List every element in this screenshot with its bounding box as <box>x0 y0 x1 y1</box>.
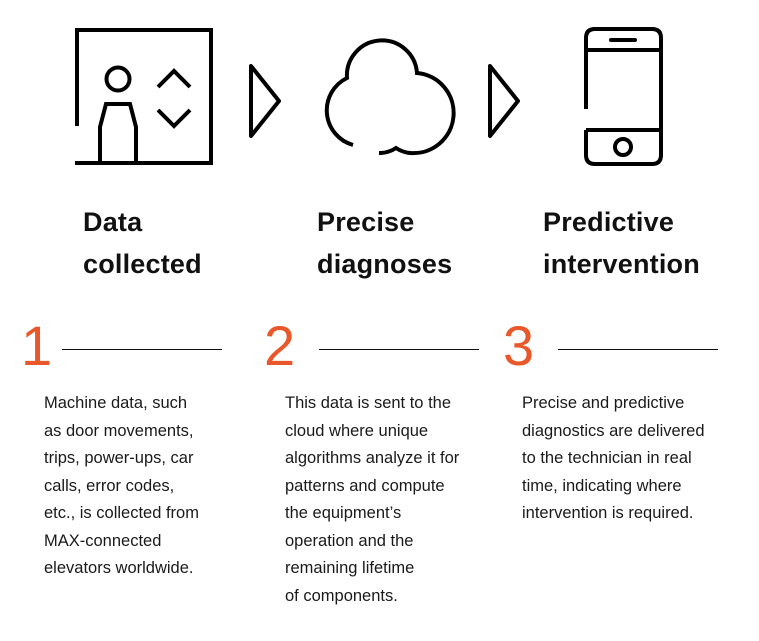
elevator-icon <box>75 28 213 165</box>
step-3-title: Predictive intervention <box>543 201 700 285</box>
description-line: intervention is required. <box>522 504 694 522</box>
description-line: algorithms analyze it for <box>285 449 460 467</box>
description-line: trips, power-ups, car <box>44 449 194 467</box>
step-3-description: Precise and predictive diagnostics are d… <box>522 390 705 528</box>
step-3-divider <box>558 349 718 350</box>
step-2-divider <box>319 349 479 350</box>
description-line: patterns and compute <box>285 476 445 495</box>
step-2-description: This data is sent to the cloud where uni… <box>285 390 459 610</box>
description-line: to the technician in real <box>522 449 692 467</box>
smartphone-icon <box>584 27 663 166</box>
description-line: remaining lifetime <box>285 559 415 577</box>
step-2-title-line-1: Precise <box>317 207 415 237</box>
description-line: of components. <box>285 586 398 605</box>
cloud-icon <box>324 38 456 156</box>
description-line: operation and the <box>285 531 414 550</box>
step-1-divider <box>62 349 222 350</box>
step-2-title-line-2: diagnoses <box>317 249 453 279</box>
step-3-number: 3 <box>503 314 535 377</box>
step-3-title-line-2: intervention <box>543 249 700 279</box>
arrow-right-icon <box>249 64 281 138</box>
step-1-number: 1 <box>21 314 53 377</box>
description-line: the equipment’s <box>285 504 402 522</box>
step-3-title-line-1: Predictive <box>543 207 675 237</box>
icon-row <box>0 0 759 180</box>
arrow-right-icon <box>488 64 520 138</box>
step-1-title-line-2: collected <box>83 249 202 279</box>
description-line: cloud where unique <box>285 421 429 440</box>
description-line: Precise and predictive <box>522 394 685 412</box>
description-line: This data is sent to the <box>285 394 452 412</box>
step-2-title: Precise diagnoses <box>317 201 452 285</box>
description-line: time, indicating where <box>522 476 682 495</box>
step-1-title-line-1: Data <box>83 207 143 237</box>
description-line: etc., is collected from <box>44 504 199 522</box>
description-line: diagnostics are delivered <box>522 421 705 440</box>
step-1-description: Machine data, such as door movements, tr… <box>44 390 199 583</box>
description-line: MAX-connected <box>44 531 162 550</box>
step-1-title: Data collected <box>83 201 202 285</box>
description-line: calls, error codes, <box>44 476 175 495</box>
description-line: Machine data, such <box>44 394 188 412</box>
description-line: as door movements, <box>44 421 194 440</box>
description-line: elevators worldwide. <box>44 559 194 577</box>
step-2-number: 2 <box>264 314 296 377</box>
